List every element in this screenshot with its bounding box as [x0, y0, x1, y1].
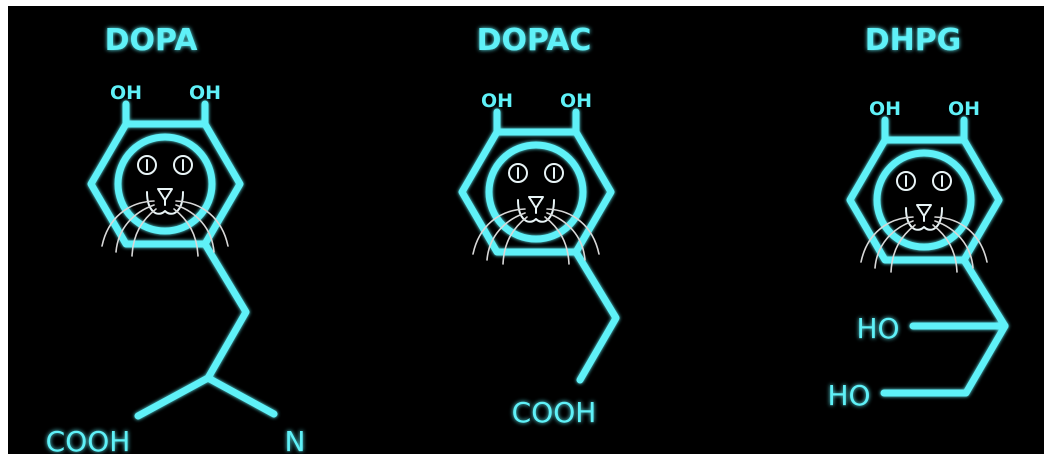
- molecule-title-dhpg: DHPG: [865, 23, 962, 58]
- cat-nose-icon: [916, 204, 932, 217]
- ring-oh-label-left-dhpg: OH: [869, 98, 901, 120]
- molecule-title-dopac: DOPAC: [477, 23, 592, 58]
- cat-mouth-icon: [146, 191, 184, 215]
- aromatic-circle-dhpg: [873, 149, 975, 251]
- bond-lines-dhpg: [846, 116, 1009, 397]
- side-chain-dhpg: [880, 256, 1009, 397]
- side-chain-dopac: [572, 248, 620, 384]
- molecule-dopa: DOPA OH OH: [46, 23, 306, 458]
- amine-label-dopa: N: [285, 425, 306, 454]
- bond-lines-dopa: [87, 100, 278, 420]
- side-chain-dopa: [134, 240, 250, 420]
- cat-eye-right-icon: [544, 163, 564, 183]
- benzene-ring-dopac: [458, 128, 615, 256]
- cat-face-dhpg: [860, 171, 988, 273]
- benzene-ring-dhpg: [846, 136, 1003, 264]
- cat-mouth-icon: [905, 207, 943, 231]
- ring-oh-label-left-dopa: OH: [110, 82, 142, 104]
- ring-oh-label-left-dopac: OH: [481, 90, 513, 112]
- cat-whiskers-icon: [472, 208, 600, 265]
- amine-bond-dopa: [204, 374, 278, 418]
- cat-eye-right-icon: [932, 171, 952, 191]
- ho-label-lower-dhpg: HO: [827, 379, 870, 412]
- cat-mouth-icon: [517, 199, 555, 223]
- cat-face-dopac: [472, 163, 600, 265]
- ring-oh-label-right-dopa: OH: [189, 82, 221, 104]
- diagram: DOPA OH OH: [46, 23, 1009, 458]
- cooh-label-dopac: COOH: [512, 396, 597, 429]
- benzene-ring-dopa: [87, 120, 244, 248]
- molecule-dopac: DOPAC OH OH: [458, 23, 620, 429]
- ho-label-upper-dhpg: HO: [856, 312, 899, 345]
- ring-oh-label-right-dopac: OH: [560, 90, 592, 112]
- cat-nose-icon: [528, 196, 544, 209]
- molecule-title-dopa: DOPA: [105, 23, 199, 58]
- cat-whiskers-icon: [860, 216, 988, 273]
- cooh-label-dopa: COOH: [46, 425, 131, 454]
- cat-nose-icon: [157, 188, 173, 201]
- cat-face-dopa: [101, 155, 229, 257]
- aromatic-circle-dopac: [485, 141, 587, 243]
- cat-eye-left-icon: [896, 171, 916, 191]
- cat-whiskers-icon: [101, 200, 229, 257]
- cat-eye-left-icon: [137, 155, 157, 175]
- diagram-panel: DOPA OH OH: [8, 6, 1044, 458]
- cat-eye-right-icon: [173, 155, 193, 175]
- bond-lines-dopac: [458, 108, 620, 384]
- aromatic-circle-dopa: [114, 133, 216, 235]
- cat-eye-left-icon: [508, 163, 528, 183]
- ring-oh-label-right-dhpg: OH: [948, 98, 980, 120]
- molecule-dhpg: DHPG OH OH: [827, 23, 1009, 412]
